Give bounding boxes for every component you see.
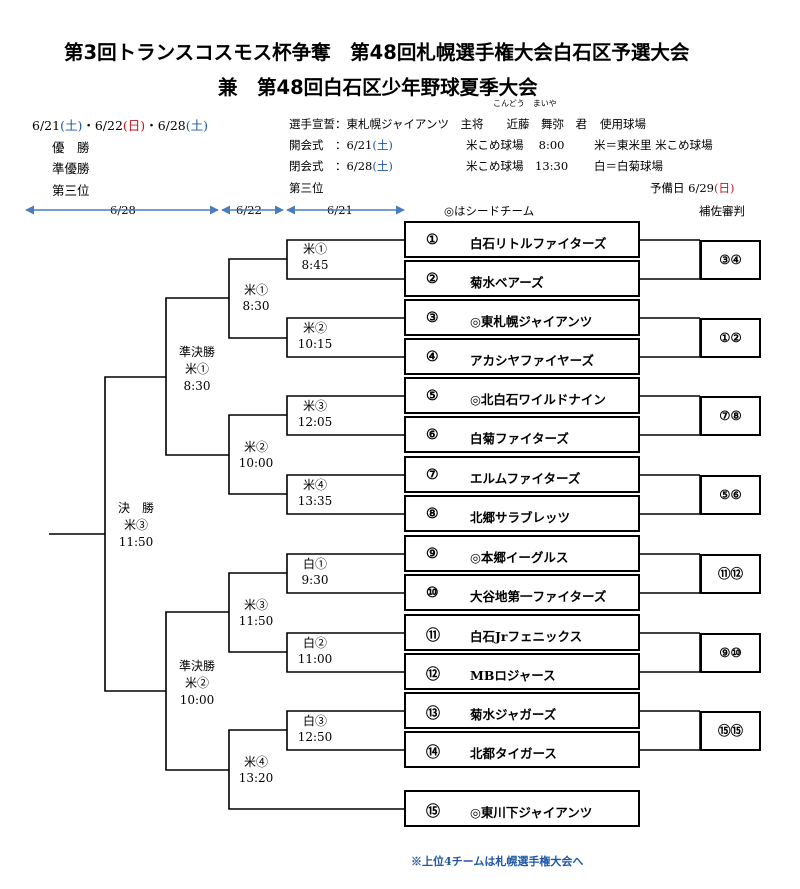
team-row: ⑮◎東川下ジャイアンツ (404, 790, 640, 827)
referee-box: ⑮⑮ (700, 711, 761, 751)
referee-box: ③④ (700, 240, 761, 280)
opening-ceremony: 開会式 ：6/21(土) (289, 138, 393, 152)
referee-box: ⑤⑥ (700, 475, 761, 515)
oath-name-ruby: こんどう まいや (493, 99, 557, 108)
closing-ceremony: 閉会式 ：6/28(土) (289, 159, 393, 173)
opening-venue-time: 米こめ球場 8:00 (466, 138, 565, 152)
team-row: ⑨◎本郷イーグルス (404, 535, 640, 572)
venue-2: 白＝白菊球場 (594, 159, 663, 173)
oath-text: 選手宣誓：東札幌ジャイアンツ 主将 近藤 舞弥 君 (289, 117, 587, 131)
closing-venue-time: 米こめ球場 13:30 (466, 159, 569, 173)
sub-umpire-header: 補佐審判 (699, 204, 745, 218)
footnote: ※上位4チームは札幌選手権大会へ (411, 855, 584, 868)
team-row: ⑤◎北白石ワイルドナイン (404, 377, 640, 414)
referee-box: ⑪⑫ (700, 554, 761, 594)
tournament-title: 第3回トランスコスモス杯争奪 第48回札幌選手権大会白石区予選大会 (64, 41, 690, 64)
third-place-right: 第三位 (289, 181, 324, 195)
referee-box: ⑦⑧ (700, 396, 761, 436)
winner-label: 優 勝 (52, 140, 90, 155)
reserve-day: 予備日 6/29(日) (650, 181, 735, 195)
tournament-subtitle: 兼 第48回白石区少年野球夏季大会 (218, 76, 538, 99)
referee-box: ①② (700, 318, 761, 358)
runner-up-label: 準優勝 (52, 161, 90, 176)
venue-label: 使用球場 (600, 117, 646, 131)
tournament-dates: 6/21(土)・6/22(日)・6/28(土) (32, 118, 209, 133)
team-row: ③◎東札幌ジャイアンツ (404, 299, 640, 336)
third-place-label: 第三位 (52, 183, 90, 198)
seed-note: ◎はシードチーム (444, 204, 535, 218)
venue-1: 米＝東米里 米こめ球場 (594, 138, 713, 152)
referee-box: ⑨⑩ (700, 633, 761, 673)
